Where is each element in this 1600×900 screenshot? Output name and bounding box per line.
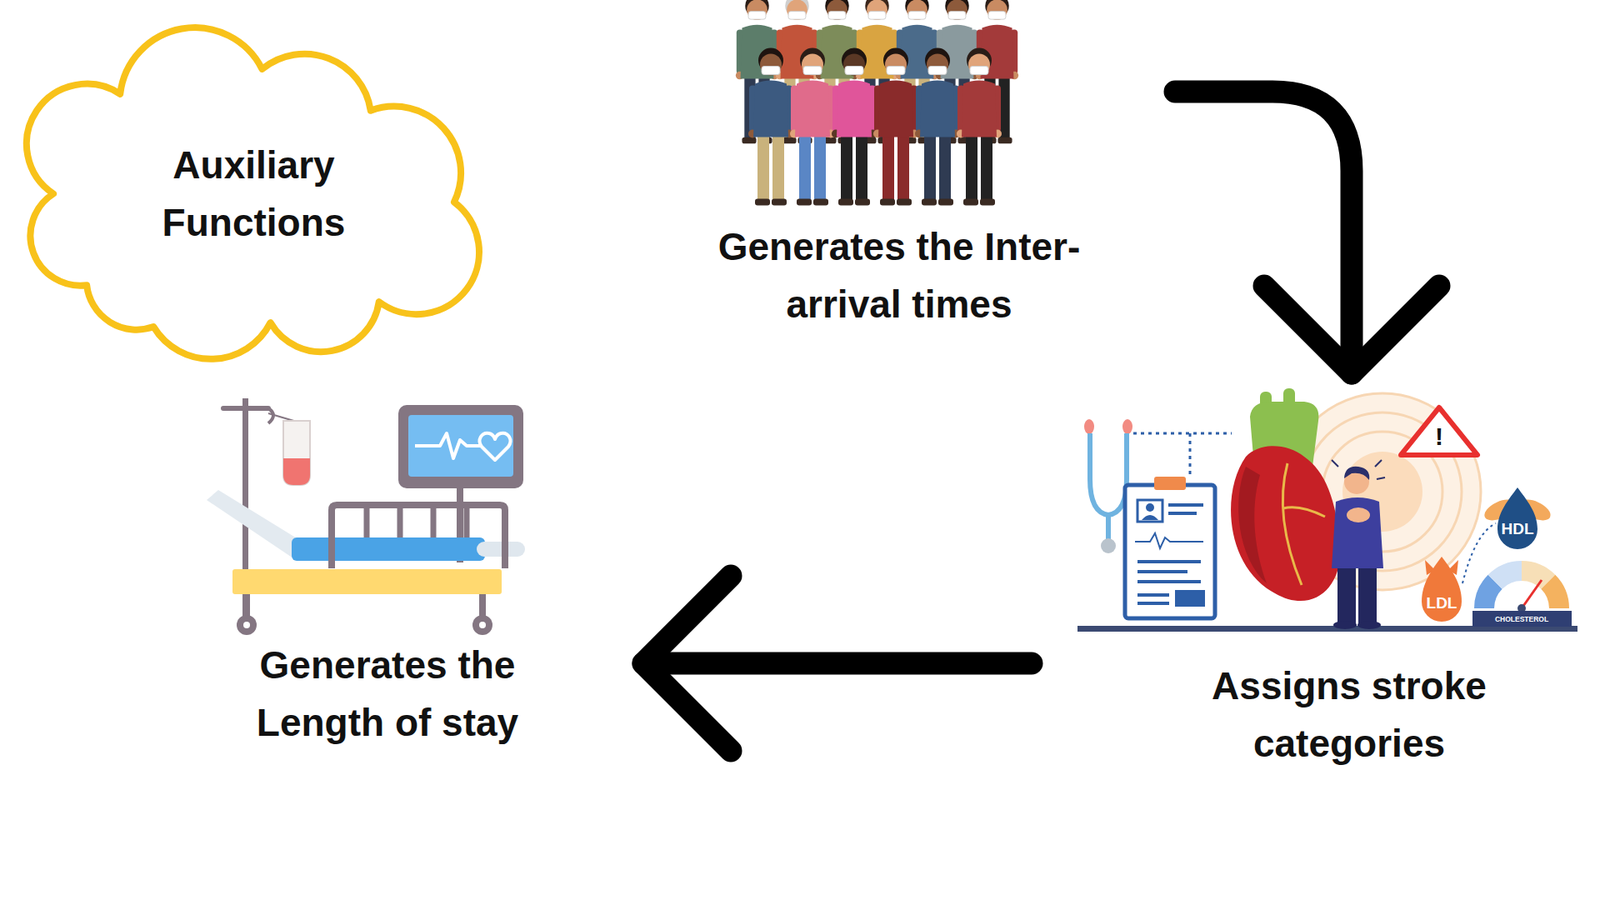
- hospital-bed-illustration-part: [479, 621, 486, 629]
- stroke-illustration-part: [1137, 570, 1188, 574]
- stroke-illustration-part: [1346, 507, 1370, 523]
- arrowhead: [1264, 285, 1440, 374]
- cloud-shape: [26, 27, 480, 360]
- stroke-illustration-part: [1137, 500, 1163, 522]
- gauge-label: CHOLESTEROL: [1495, 615, 1549, 624]
- stroke-illustration-part: [1133, 432, 1232, 435]
- arrowhead: [643, 575, 731, 751]
- stroke-illustration-part: [1337, 565, 1356, 624]
- step-caption: Generates the Length of stay: [220, 636, 555, 752]
- crowd-illustration-part: [915, 48, 960, 206]
- stroke-illustration-part: [1137, 560, 1201, 564]
- stroke-illustration: [1077, 388, 1578, 632]
- hospital-bed-illustration-part: [472, 615, 493, 635]
- stroke-illustration-part: [1521, 580, 1542, 609]
- hospital-bed-illustration-part: [283, 420, 310, 485]
- cloud-node: Auxiliary Functions: [20, 35, 488, 352]
- stroke-illustration-part: [1282, 463, 1302, 585]
- stroke-illustration-part: [1090, 433, 1127, 515]
- hospital-bed-illustration-part: [232, 569, 502, 595]
- stroke-illustration-part: [1342, 451, 1423, 532]
- cloud-outline: [20, 35, 488, 352]
- stroke-illustration-part: [1331, 497, 1384, 569]
- hospital-bed-illustration-part: [206, 490, 305, 559]
- illustrated-step: Generates the Inter-arrival times: [716, 0, 1165, 334]
- crowd-illustration-part: [956, 48, 1002, 206]
- hospital-bed-illustration-part: [480, 433, 511, 460]
- hdl-label: HDL: [1500, 520, 1534, 537]
- stroke-illustration-part: [1521, 570, 1549, 582]
- stroke-illustration-part: [1168, 503, 1204, 507]
- hospital-bed-illustration-part: [243, 594, 250, 618]
- stroke-illustration-part: [1331, 460, 1385, 480]
- warning-mark: !: [1435, 424, 1444, 450]
- stroke-illustration-part: [1145, 503, 1155, 512]
- stroke-illustration-part: [1344, 466, 1370, 480]
- illustrated-step: Generates the Length of stay: [200, 391, 634, 752]
- hospital-bed-illustration-part: [223, 405, 269, 411]
- hospital-bed-illustration-part: [291, 537, 485, 561]
- stroke-illustration-part: [1333, 620, 1357, 630]
- stroke-illustration-part: [1484, 581, 1495, 609]
- hospital-bed-illustration-part: [283, 458, 310, 485]
- stroke-illustration-part: [1077, 625, 1578, 632]
- stroke-illustration-part: [1135, 533, 1204, 549]
- crowd-illustration-part: [790, 48, 835, 206]
- arrow-shaft: [643, 652, 1032, 675]
- crowd-illustration-part: [873, 48, 919, 206]
- stroke-illustration-part: [1141, 515, 1159, 520]
- stroke-illustration-part: [1168, 511, 1197, 515]
- hospital-bed-illustration-part: [268, 408, 274, 424]
- stroke-illustration-part: [1175, 590, 1205, 607]
- stroke-illustration-part: [1495, 570, 1522, 582]
- stroke-illustration-part: [1357, 620, 1381, 630]
- stroke-illustration-part: [1283, 507, 1325, 517]
- stroke-illustration-part: [1100, 538, 1116, 554]
- hospital-bed-illustration-part: [415, 433, 480, 459]
- flow-arrow: [1175, 91, 1440, 374]
- stroke-illustration-part: [1137, 580, 1201, 584]
- hospital-bed-illustration-part: [398, 405, 524, 489]
- hospital-bed-illustration-part: [408, 415, 514, 477]
- hospital-bed-illustration-part: [366, 505, 467, 538]
- stroke-illustration-part: [1421, 556, 1462, 622]
- step-caption: Generates the Inter-arrival times: [716, 218, 1082, 334]
- stroke-illustration-part: [1358, 565, 1377, 624]
- step-caption: Auxiliary Functions: [145, 136, 363, 252]
- stroke-illustration-part: [1497, 487, 1538, 550]
- stroke-illustration-part: [1472, 610, 1572, 627]
- stroke-illustration-part: [1122, 419, 1133, 435]
- stroke-illustration-part: [1105, 515, 1111, 540]
- crowd-illustration-part: [831, 48, 877, 206]
- hospital-bed-illustration-part: [331, 505, 505, 569]
- crowd-illustration-part: [748, 48, 794, 206]
- stroke-illustration-part: [1125, 485, 1215, 619]
- stroke-illustration-part: [1548, 581, 1560, 609]
- hospital-bed-illustration: [206, 398, 525, 635]
- stroke-illustration-part: [1154, 476, 1186, 490]
- crowd-illustration: [735, 0, 1019, 206]
- stroke-illustration-part: [1084, 419, 1095, 435]
- stroke-illustration-part: [1230, 445, 1340, 601]
- flow-arrow: [643, 575, 1032, 751]
- stroke-illustration-part: [1238, 466, 1267, 584]
- step-caption: Assigns stroke categories: [1182, 657, 1516, 773]
- stroke-illustration-part: [1137, 601, 1170, 605]
- stroke-illustration-part: [1189, 433, 1192, 475]
- hospital-bed-illustration-part: [479, 594, 486, 618]
- hospital-bed-illustration-part: [243, 621, 250, 629]
- illustrated-step: Assigns stroke categories: [1041, 398, 1580, 773]
- hospital-bed-illustration-part: [236, 615, 257, 635]
- ldl-label: LDL: [1426, 595, 1458, 611]
- stroke-illustration-part: [1400, 407, 1478, 455]
- hospital-bed-illustration-part: [476, 541, 525, 557]
- stroke-illustration-part: [1137, 593, 1170, 597]
